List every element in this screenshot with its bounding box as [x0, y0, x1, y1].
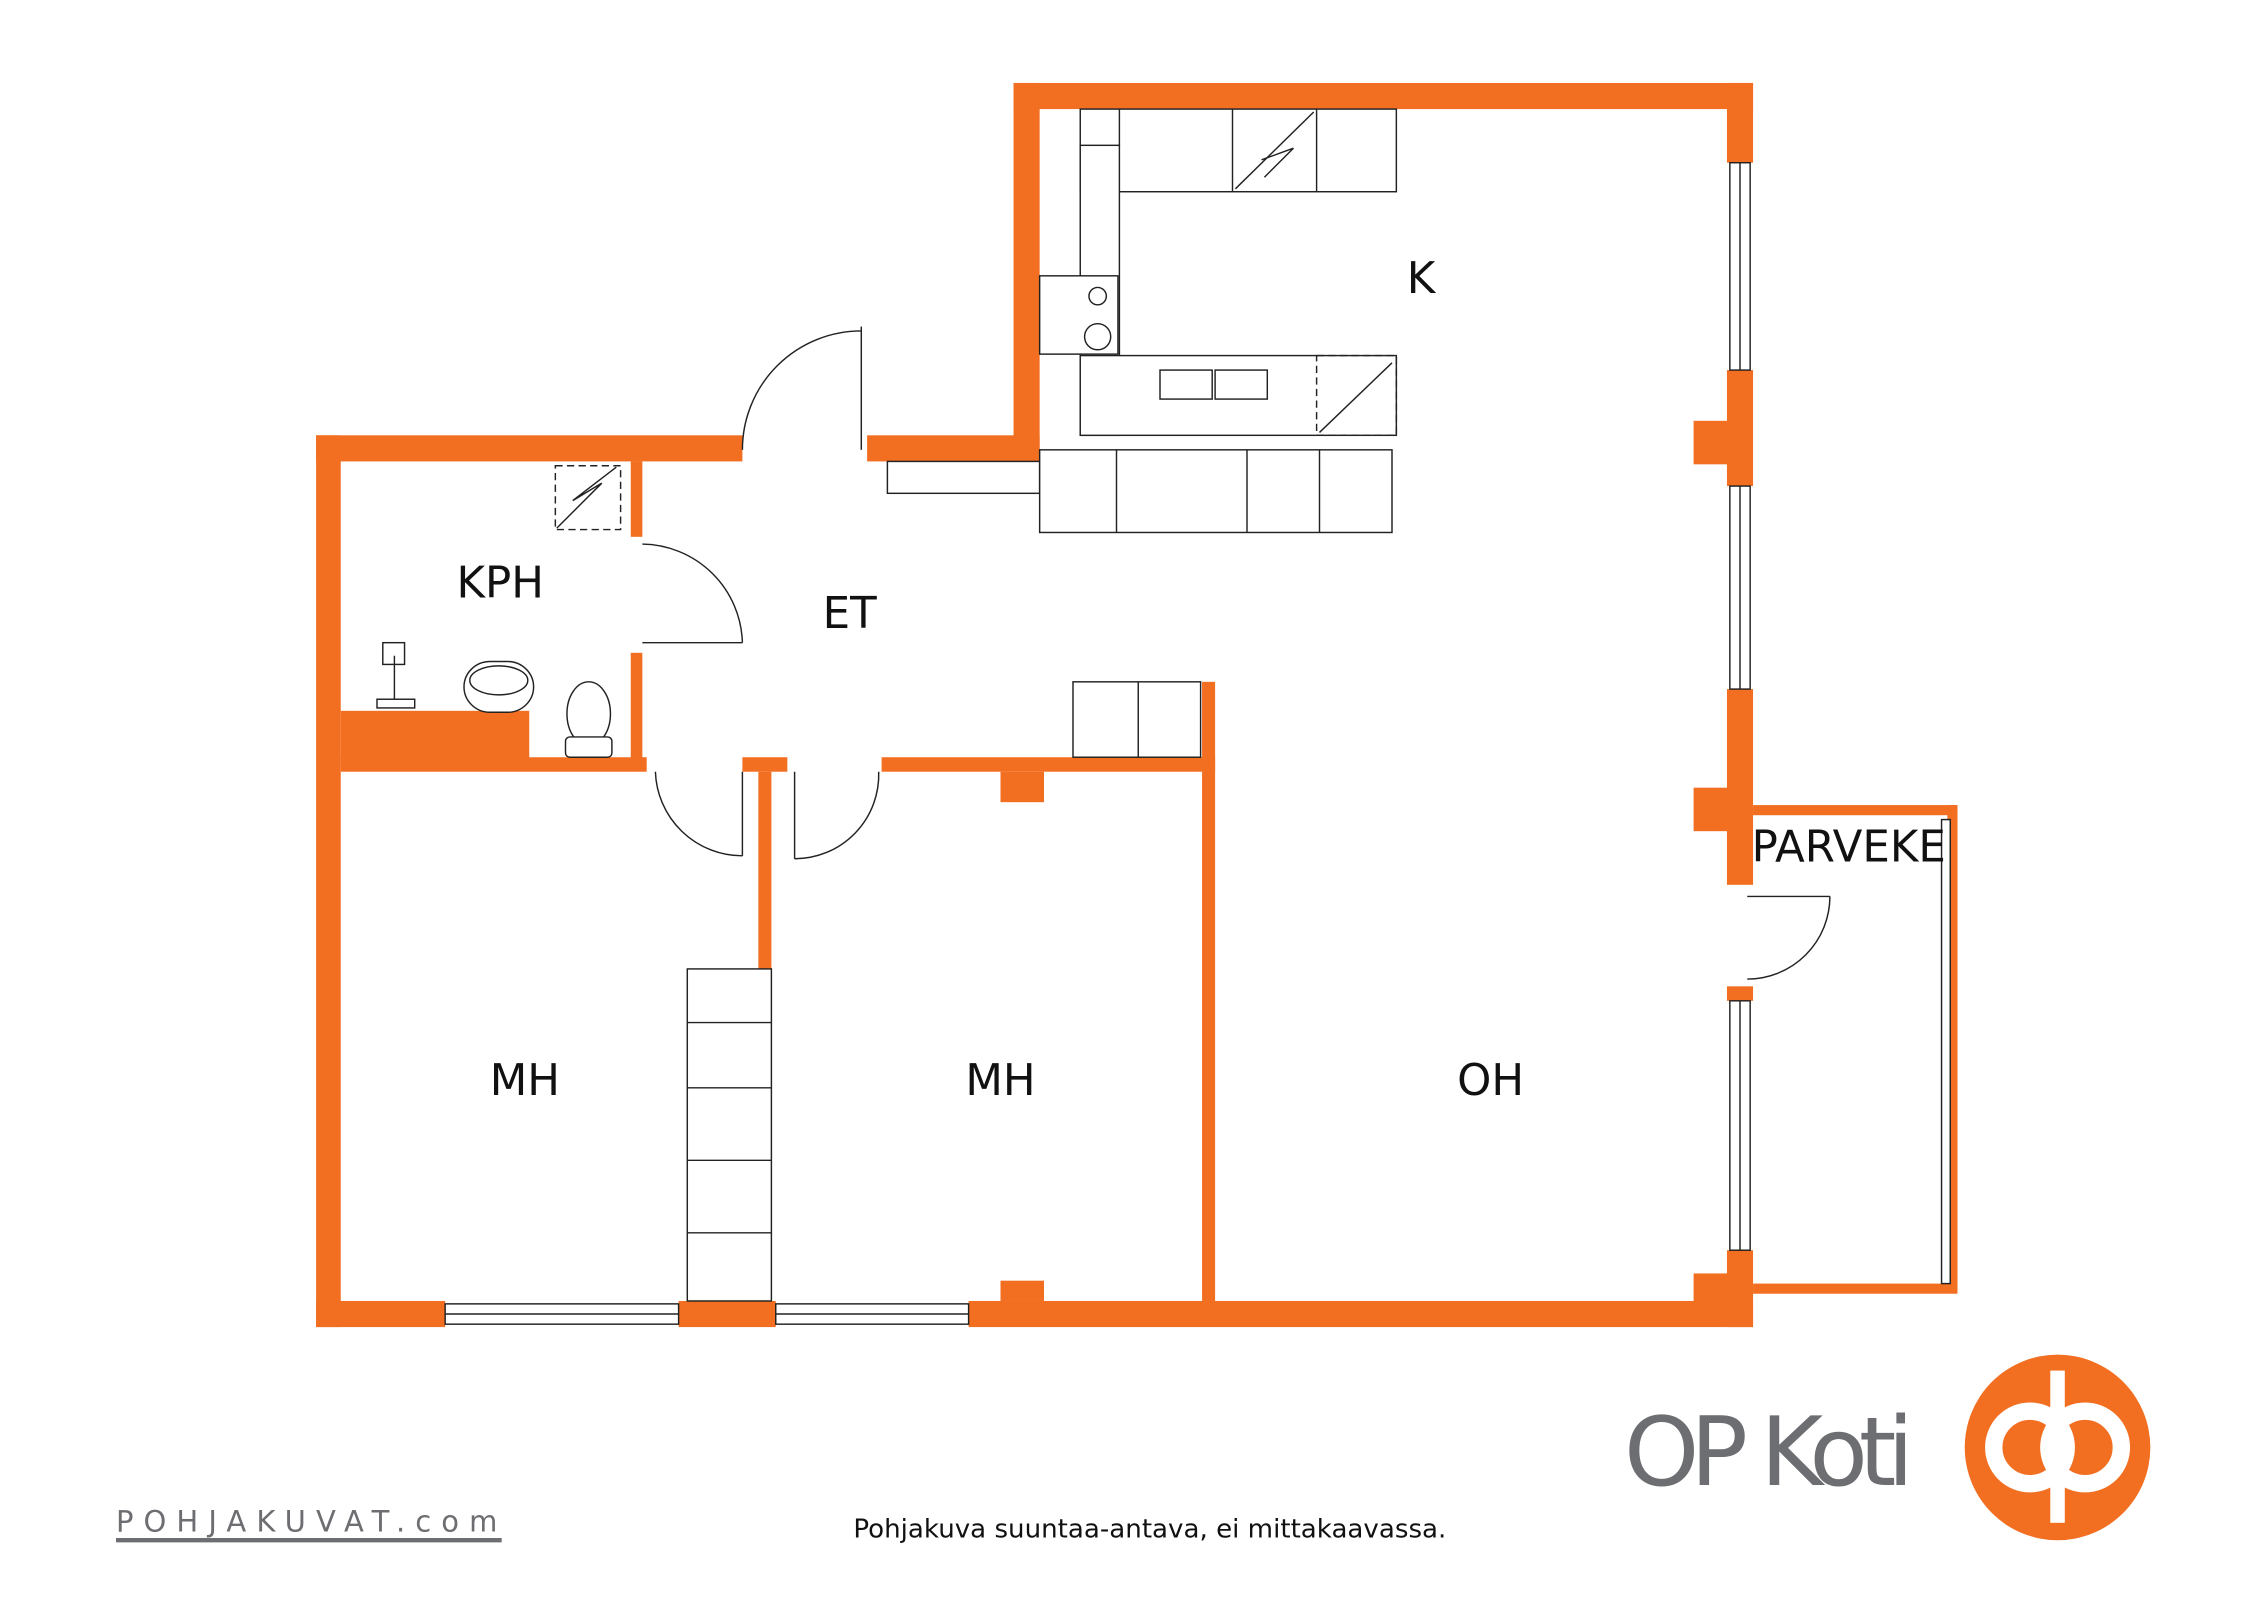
- room-label-bedroom-2: MH: [965, 1056, 1035, 1106]
- kitchen-cabinets: [886, 108, 1398, 758]
- doors: [642, 326, 1831, 980]
- bathroom-fixtures: [376, 465, 622, 758]
- windows: [444, 162, 1951, 1325]
- room-label-kitchen: K: [1407, 254, 1437, 304]
- pohjakuvat-logo: POHJAKUVAT.com: [116, 1505, 502, 1543]
- room-label-hall: ET: [823, 589, 877, 639]
- op-koti-brand: OP Koti: [1624, 1396, 1914, 1508]
- room-label-balcony: PARVEKE: [1752, 823, 1946, 873]
- op-logo-icon: [1964, 1354, 2151, 1541]
- room-label-bathroom: KPH: [457, 559, 544, 609]
- walls: [316, 82, 1958, 1328]
- wardrobe: [686, 968, 773, 1302]
- pohjakuvat-logo-text: POHJAKUVAT.com: [116, 1505, 502, 1539]
- disclaimer-text: Pohjakuva suuntaa-antava, ei mittakaavas…: [853, 1514, 1446, 1544]
- room-label-living: OH: [1457, 1056, 1524, 1106]
- room-label-bedroom-1: MH: [490, 1056, 560, 1106]
